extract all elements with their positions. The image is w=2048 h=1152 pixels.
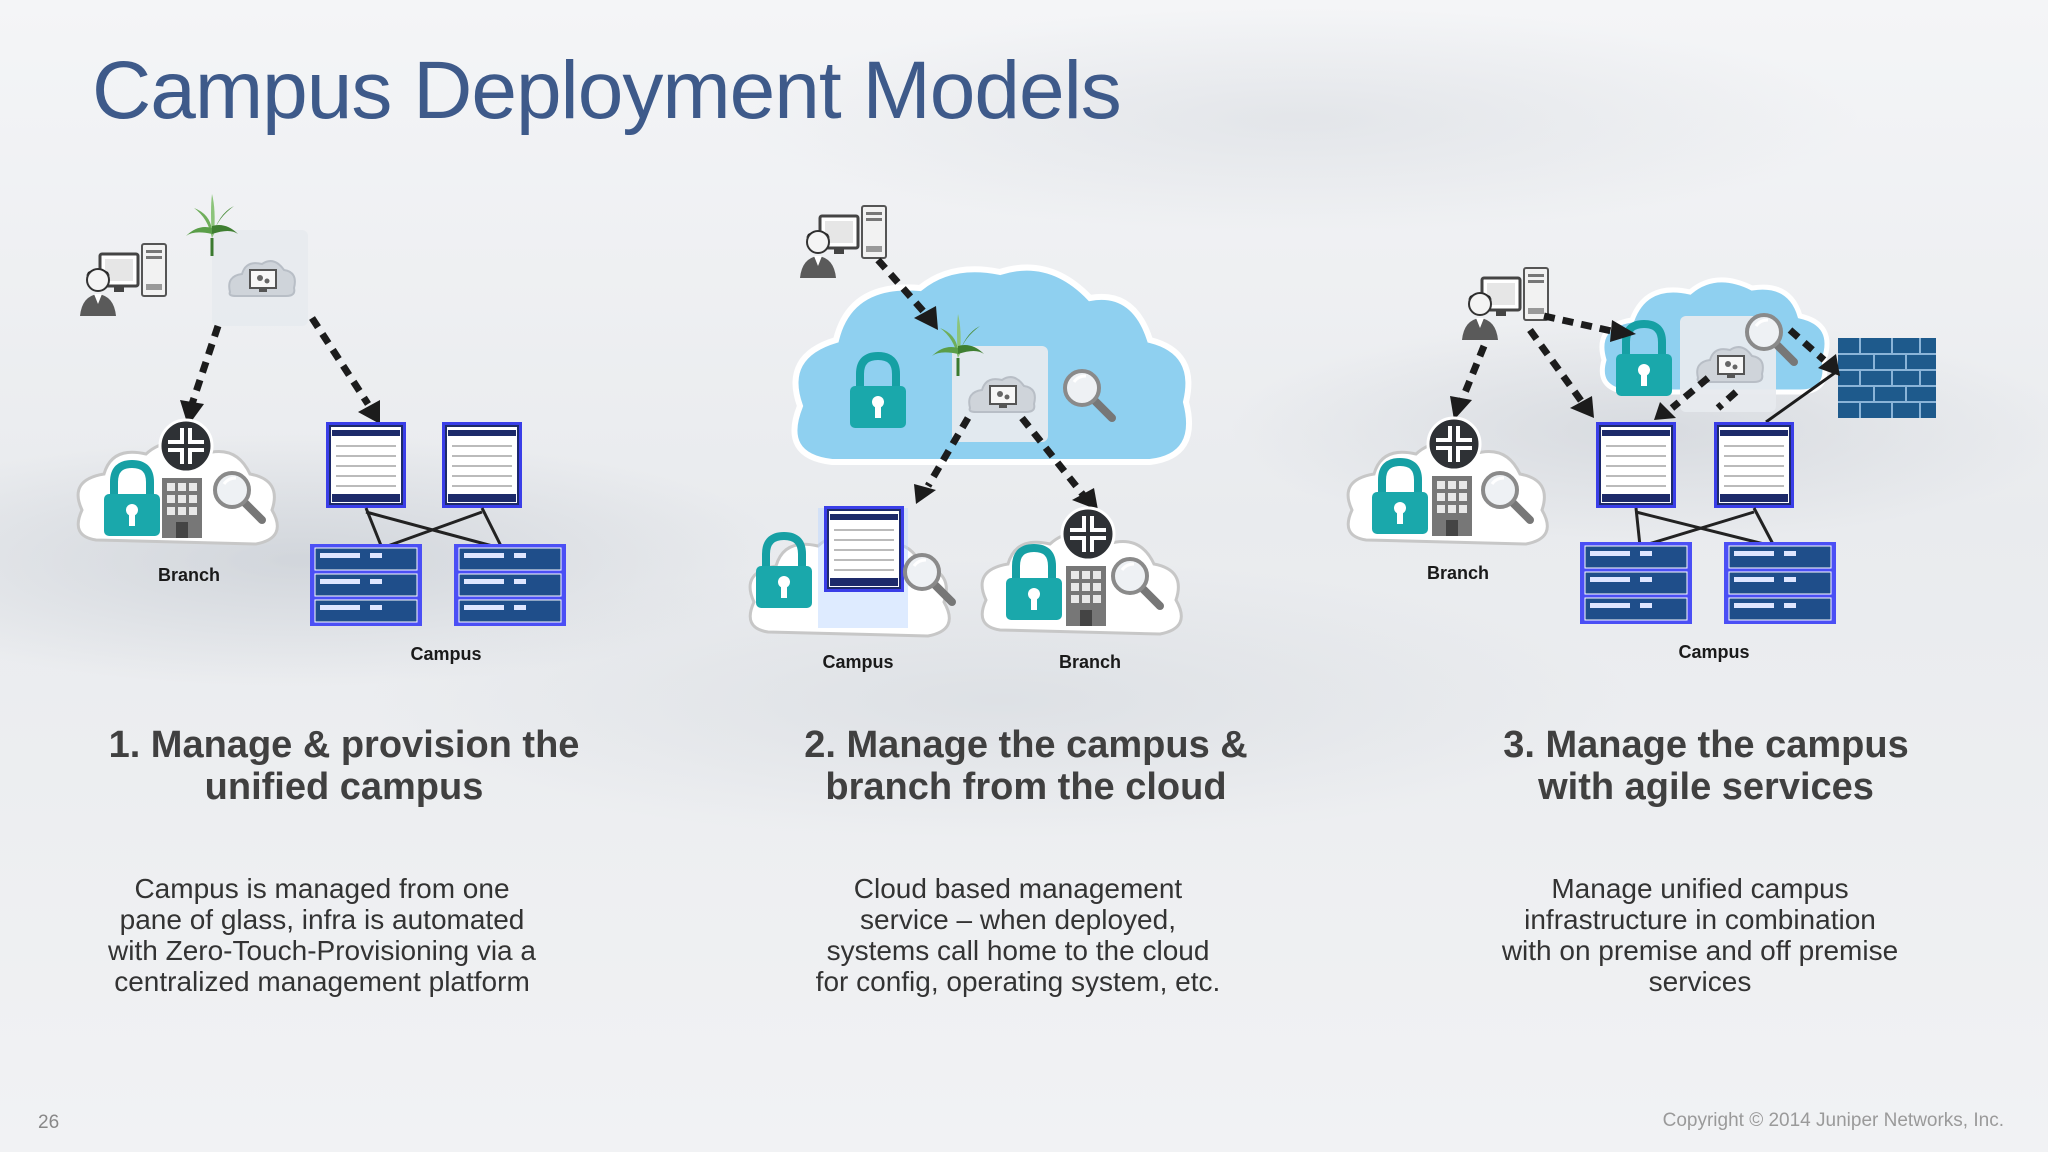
model-2-heading: 2. Manage the campus & branch from the c… bbox=[804, 724, 1248, 808]
switch-chassis-icon bbox=[1595, 421, 1677, 509]
model-2-description: Cloud based management service – when de… bbox=[815, 873, 1221, 997]
router-icon bbox=[1060, 506, 1116, 562]
model-3-heading: 3. Manage the campus with agile services bbox=[1503, 724, 1909, 808]
model-1-diagram: Branch Campus bbox=[76, 192, 567, 664]
building-icon bbox=[1066, 566, 1106, 626]
branch-label: Branch bbox=[1059, 652, 1121, 672]
switch-chassis-icon bbox=[441, 421, 523, 509]
access-switch-icon bbox=[1579, 541, 1693, 625]
switch-chassis-icon bbox=[325, 421, 407, 509]
page-number: 26 bbox=[38, 1112, 60, 1133]
building-icon bbox=[1432, 476, 1472, 536]
access-switch-icon bbox=[453, 543, 567, 627]
branch-label: Branch bbox=[1427, 563, 1489, 583]
campus-label: Campus bbox=[822, 652, 893, 672]
admin-workstation-icon bbox=[1460, 266, 1550, 342]
model-2-diagram: Campus Branch bbox=[748, 204, 1193, 672]
management-cloud-icon bbox=[211, 229, 309, 327]
copyright: Copyright © 2014 Juniper Networks, Inc. bbox=[1662, 1110, 2004, 1131]
access-switch-icon bbox=[309, 543, 423, 627]
admin-workstation-icon bbox=[78, 242, 168, 318]
model-3-diagram: Branch Campus bbox=[1346, 266, 1936, 662]
lock-icon bbox=[756, 536, 812, 608]
admin-workstation-icon bbox=[798, 204, 888, 280]
model-1-description: Campus is managed from one pane of glass… bbox=[108, 873, 536, 997]
model-1-heading: 1. Manage & provision the unified campus bbox=[108, 724, 580, 808]
router-icon bbox=[158, 418, 214, 474]
switch-chassis-icon bbox=[823, 505, 905, 593]
switch-chassis-icon bbox=[1713, 421, 1795, 509]
branch-label: Branch bbox=[158, 565, 220, 585]
slide-title: Campus Deployment Models bbox=[92, 45, 1122, 136]
campus-label: Campus bbox=[1678, 642, 1749, 662]
access-switch-icon bbox=[1723, 541, 1837, 625]
campus-label: Campus bbox=[410, 644, 481, 664]
model-3-description: Manage unified campus infrastructure in … bbox=[1501, 873, 1899, 997]
building-icon bbox=[162, 478, 202, 538]
router-icon bbox=[1426, 416, 1482, 472]
firewall-icon bbox=[1838, 338, 1936, 418]
